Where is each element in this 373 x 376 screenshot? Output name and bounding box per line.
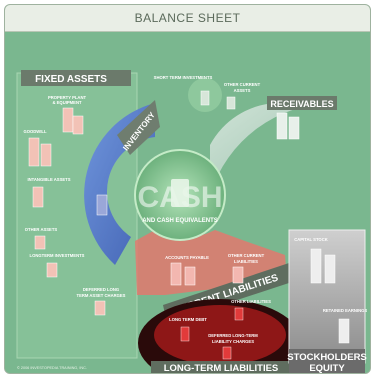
copyright-text: © 2006 INVESTOPEDIA TRAINING, INC. (17, 366, 87, 370)
stockholders-equity-panel (288, 229, 366, 364)
long-term-liabilities-label: LONG-TERM LIABILITIES (164, 363, 279, 373)
capital-stock-stack-2 (324, 254, 336, 284)
accounts-payable-stack (170, 262, 182, 286)
other-assets-label: OTHER ASSETS (25, 227, 58, 232)
longterm-investments-label: LONGTERM INVESTMENTS (30, 253, 85, 258)
goodwill-stack (28, 137, 40, 167)
retained-earnings-label: RETAINED EARNINGS (323, 308, 368, 313)
deferred-lt-liability-label-2: LIABILITY CHARGES (212, 339, 254, 344)
other-liabilities-label: OTHER LIABILITIES (231, 299, 271, 304)
other-current-liabilities-stack (232, 266, 244, 284)
other-liabilities-stack (234, 307, 244, 321)
short-term-investments-label: SHORT TERM INVESTMENTS (154, 75, 213, 80)
fixed-assets-banner (21, 70, 131, 86)
deferred-lt-asset-label-1: DEFERRED LONG (83, 287, 119, 292)
stockholders-equity-label-1: STOCKHOLDERS (287, 352, 367, 363)
cash-stack (171, 179, 189, 207)
long-term-debt-stack (180, 326, 190, 342)
other-current-liabilities-label-2: LIABILITIES (234, 259, 258, 264)
receivables-stack-1 (276, 112, 288, 140)
long-term-liabilities-banner (151, 361, 291, 373)
receivables-stack-2 (288, 116, 300, 140)
accounts-payable-label: ACCOUNTS PAYABLE (165, 255, 209, 260)
deferred-lt-asset-label-2: TERM ASSET CHARGES (77, 293, 126, 298)
ppe-stack (62, 107, 74, 133)
other-current-assets-label-1: OTHER CURRENT (224, 82, 261, 87)
ppe-stack-2 (72, 115, 84, 135)
receivables-band (210, 102, 335, 195)
goodwill-label: GOODWILL (23, 129, 46, 134)
deferred-lt-liability-stack (222, 346, 232, 360)
short-term-investments-stack (200, 90, 210, 106)
receivables-label: RECEIVABLES (270, 99, 333, 109)
receivables-banner (267, 96, 337, 110)
other-current-liabilities-label-1: OTHER CURRENT (228, 253, 265, 258)
ppe-label-1: PROPERTY PLANT (48, 95, 87, 100)
longterm-investments-stack (46, 262, 58, 278)
cash-subheading: AND CASH EQUIVALENTS (142, 218, 218, 224)
page-title: BALANCE SHEET (134, 11, 241, 25)
ppe-label-2: & EQUIPMENT (52, 100, 82, 105)
other-current-assets-label-2: ASSETS (234, 88, 251, 93)
capital-stock-label: CAPITAL STOCK (294, 237, 328, 242)
accounts-payable-stack-2 (184, 266, 196, 286)
deferred-lt-liability-label-1: DEFERRED LONG-TERM (208, 333, 258, 338)
stockholders-equity-banner (289, 349, 365, 373)
retained-earnings-stack (338, 318, 350, 344)
other-assets-stack (34, 235, 46, 250)
inventory-band (84, 103, 155, 265)
deferred-lt-asset-stack (94, 300, 106, 316)
stockholders-equity-label-2: EQUITY (309, 363, 345, 373)
balance-sheet-diagram: BALANCE SHEET FIXED ASSE (4, 4, 371, 374)
long-term-debt-label: LONG TERM DEBT (169, 317, 207, 322)
long-term-liabilities-inner (154, 305, 286, 365)
capital-stock-stack-1 (310, 248, 322, 284)
goodwill-stack-2 (40, 143, 52, 167)
intangible-assets-stack (32, 186, 44, 208)
intangible-assets-label: INTANGIBLE ASSETS (27, 177, 70, 182)
other-current-assets-stack (226, 96, 236, 110)
title-bar: BALANCE SHEET (5, 5, 370, 32)
inventory-stack (96, 194, 108, 216)
balance-sheet-graphic: FIXED ASSETS INVENTORY RECEIVABLES SHORT… (5, 32, 370, 373)
fixed-assets-heading: FIXED ASSETS (35, 74, 107, 85)
inventory-banner (117, 100, 160, 155)
